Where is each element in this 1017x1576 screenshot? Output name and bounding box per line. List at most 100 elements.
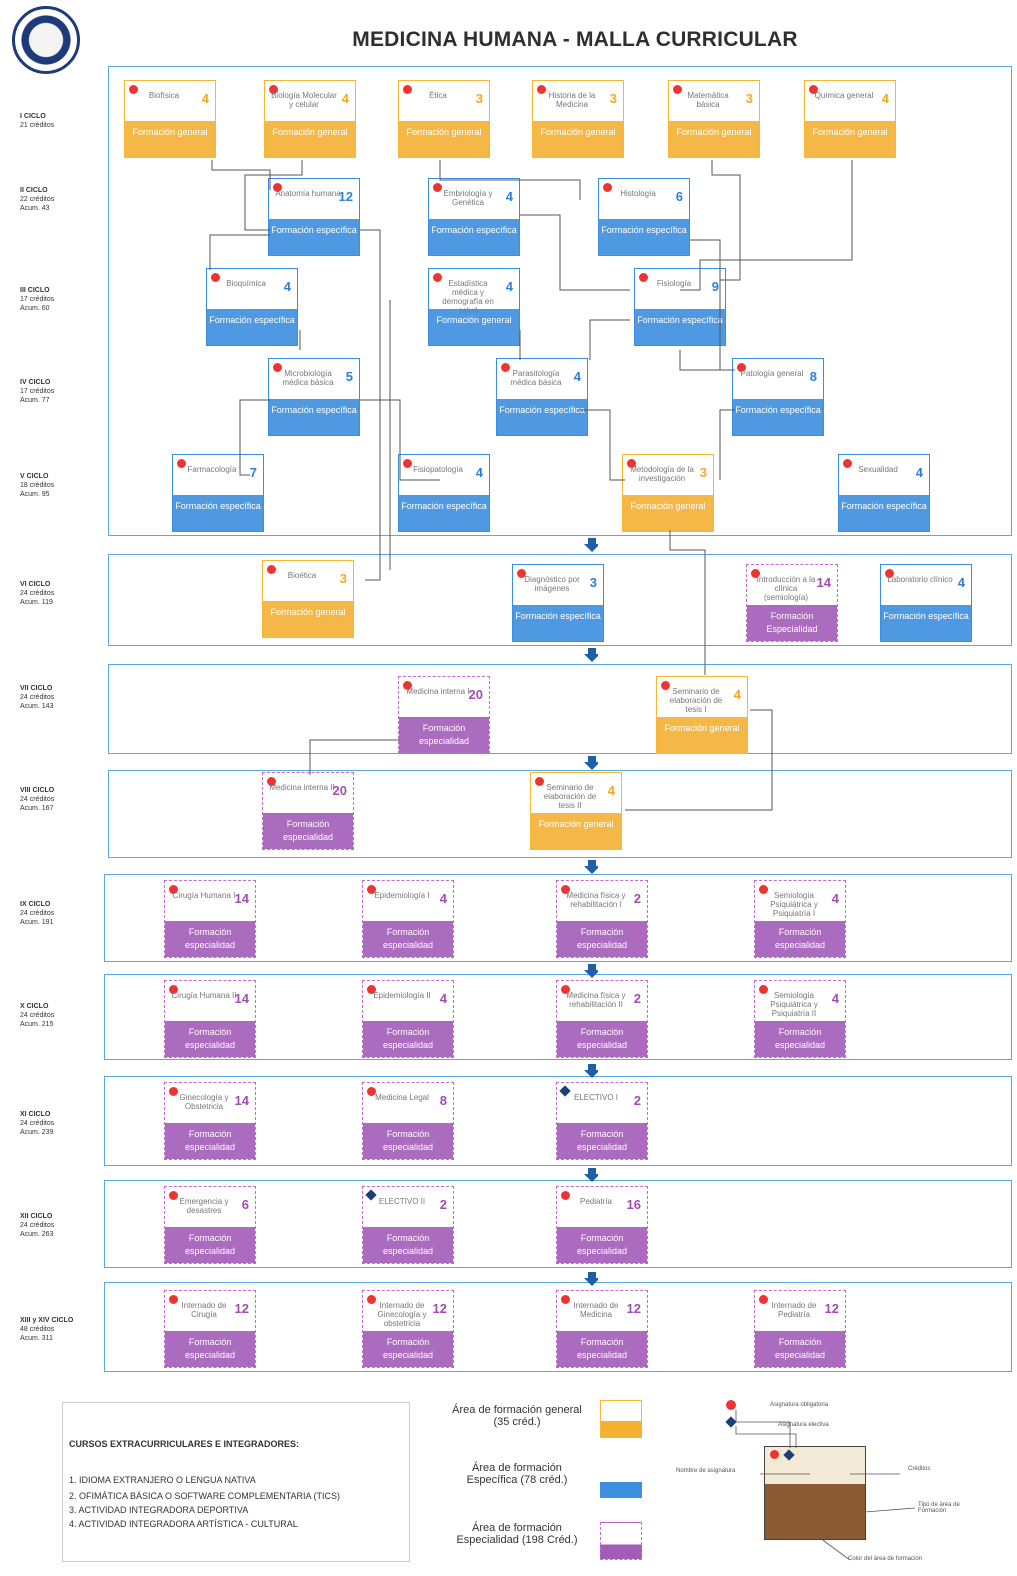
- obligatoria-dot-icon: [537, 85, 546, 94]
- course-area: Formación especialidad: [165, 1331, 255, 1367]
- course-name: Medicina interna II: [269, 783, 335, 792]
- course-name: Biofísica: [148, 91, 180, 100]
- course-area: Formación general: [623, 495, 713, 531]
- course-area: Formación específica: [399, 495, 489, 531]
- cycle-frame-11: [104, 1076, 1012, 1166]
- obligatoria-dot-icon: [367, 1295, 376, 1304]
- course-credits: 3: [475, 91, 483, 106]
- course-area: Formación específica: [599, 219, 689, 255]
- course-card-top: Biología Molecular y celular 4: [265, 81, 355, 123]
- obligatoria-dot-icon: [367, 885, 376, 894]
- course-name: Fisiología: [656, 279, 692, 288]
- course-credits: 12: [432, 1301, 447, 1316]
- obligatoria-dot-icon: [885, 569, 894, 578]
- legend-especifica-swatch: [600, 1482, 642, 1498]
- cycle-label-credits: 48 créditos: [20, 1326, 55, 1333]
- course-area: Formación especialidad: [363, 1021, 453, 1057]
- course-credits: 2: [633, 1093, 641, 1108]
- course-area: Formación especialidad: [755, 1021, 845, 1057]
- obligatoria-dot-icon: [501, 363, 510, 372]
- course-name: Medicina física y rehabilitación I: [566, 891, 626, 909]
- course-area: Formación general: [531, 813, 621, 849]
- cycle-label-acum: Acum. 167: [20, 805, 54, 812]
- course-credits: 12: [824, 1301, 839, 1316]
- cycle-label-credits: 24 créditos: [20, 1120, 55, 1127]
- course-card-top: Internado de Ginecología y obstetricia 12: [363, 1291, 453, 1333]
- course-name: Ginecología y Obstetricia: [179, 1093, 229, 1111]
- cycle-label-acum: Acum. 239: [20, 1129, 54, 1136]
- course-credits: 14: [234, 1093, 249, 1108]
- course-area: Formación específica: [173, 495, 263, 531]
- cycle-label-acum: Acum. 95: [20, 491, 50, 498]
- obligatoria-dot-icon: [267, 565, 276, 574]
- legend-color-label: Color del área de formación: [848, 1556, 923, 1562]
- course-credits: 6: [675, 189, 683, 204]
- course-area: Formación general: [669, 121, 759, 157]
- course-card: Introducción a la clínica (semiología)14…: [746, 564, 838, 642]
- legend-electiva-label: Asignatura electiva: [778, 1422, 829, 1428]
- down-arrow-icon: [584, 964, 598, 978]
- course-credits: 4: [831, 891, 839, 906]
- obligatoria-dot-icon: [403, 85, 412, 94]
- cycle-label-acum: Acum. 43: [20, 205, 50, 212]
- course-credits: 14: [816, 575, 831, 590]
- course-area: Formación especialidad: [755, 1331, 845, 1367]
- course-card-top: Semiología Psiquiátrica y Psiquiatría I 4: [755, 881, 845, 923]
- cycle-frame-7: [108, 664, 1012, 754]
- course-name: Internado de Ginecología y obstetricia: [377, 1301, 427, 1328]
- obligatoria-dot-icon: [273, 363, 282, 372]
- course-name: Metodología de la investigación: [630, 465, 694, 483]
- cycle-label-acum: Acum. 311: [20, 1335, 53, 1342]
- course-area: Formación especialidad: [263, 813, 353, 849]
- obligatoria-dot-icon: [177, 459, 186, 468]
- course-credits: 20: [332, 783, 347, 798]
- course-name: Embriología y Genética: [443, 189, 493, 207]
- course-credits: 4: [341, 91, 349, 106]
- course-card-top: Ginecología y Obstetricia 14: [165, 1083, 255, 1125]
- course-name: Laboratorio clínico: [887, 575, 953, 584]
- course-credits: 3: [699, 465, 707, 480]
- obligatoria-dot-icon: [759, 885, 768, 894]
- course-name: Semiología Psiquiátrica y Psiquiatría I: [770, 891, 818, 918]
- cycle-label-name: VIII CICLO: [20, 787, 55, 794]
- course-name: Semiología Psiquiátrica y Psiquiatría II: [770, 991, 818, 1018]
- course-area: Formación especialidad: [363, 921, 453, 957]
- course-area: Formación especialidad: [165, 921, 255, 957]
- down-arrow-icon: [584, 1272, 598, 1286]
- cycle-frame-6: [108, 554, 1012, 646]
- obligatoria-dot-icon: [129, 85, 138, 94]
- down-arrow-icon: [584, 1168, 598, 1182]
- obligatoria-dot-icon: [211, 273, 220, 282]
- course-name: Biología Molecular y celular: [271, 91, 337, 109]
- course-credits: 4: [957, 575, 965, 590]
- course-credits: 14: [234, 891, 249, 906]
- course-card: Internado de Ginecología y obstetricia 12…: [362, 1290, 454, 1368]
- course-credits: 3: [609, 91, 617, 106]
- obligatoria-dot-icon: [759, 985, 768, 994]
- course-card-top: Introducción a la clínica (semiología)14: [747, 565, 837, 607]
- legend-obligatoria-label: Asignatura obligatoria: [770, 1402, 829, 1408]
- obligatoria-dot-icon: [737, 363, 746, 372]
- legend-sample-card: [764, 1446, 866, 1540]
- cycle-label-name: V CICLO: [20, 473, 49, 480]
